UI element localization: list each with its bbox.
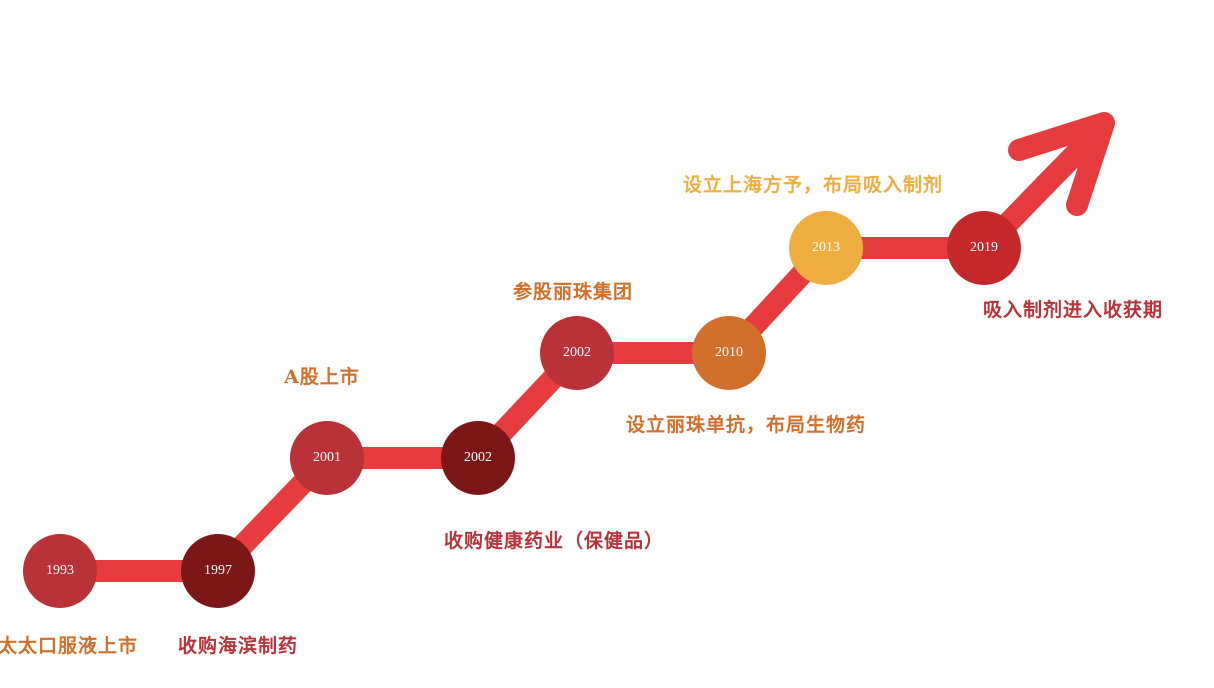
event-label-1993: 太太口服液上市 (0, 635, 139, 657)
milestone-node-2002-a: 2002 (441, 421, 515, 495)
milestone-year: 2010 (715, 345, 743, 360)
milestone-node-2002-b: 2002 (540, 316, 614, 390)
milestone-year: 2002 (563, 345, 591, 360)
milestone-node-2001: 2001 (290, 421, 364, 495)
event-label-2002-acquisition: 收购健康药业（保健品） (444, 530, 665, 552)
milestone-node-1997: 1997 (181, 534, 255, 608)
milestone-year: 2001 (313, 450, 341, 465)
event-label-2010: 设立丽珠单抗，布局生物药 (626, 414, 867, 436)
milestone-year: 2019 (970, 240, 998, 255)
milestone-year: 1993 (46, 563, 74, 578)
milestone-node-2010: 2010 (692, 316, 766, 390)
milestone-node-2013: 2013 (789, 211, 863, 285)
event-label-2001: A股上市 (284, 366, 360, 388)
event-label-2019: 吸入制剂进入收获期 (983, 299, 1164, 321)
milestone-node-1993: 1993 (23, 534, 97, 608)
arrow-tip-icon (1086, 117, 1109, 140)
milestone-year: 2013 (812, 240, 840, 255)
event-label-2013: 设立上海方予，布局吸入制剂 (683, 174, 944, 196)
milestone-node-2019: 2019 (947, 211, 1021, 285)
event-label-1997: 收购海滨制药 (178, 635, 299, 657)
milestone-year: 2002 (464, 450, 492, 465)
milestone-year: 1997 (204, 563, 232, 578)
event-label-2002-stake: 参股丽珠集团 (513, 281, 634, 303)
